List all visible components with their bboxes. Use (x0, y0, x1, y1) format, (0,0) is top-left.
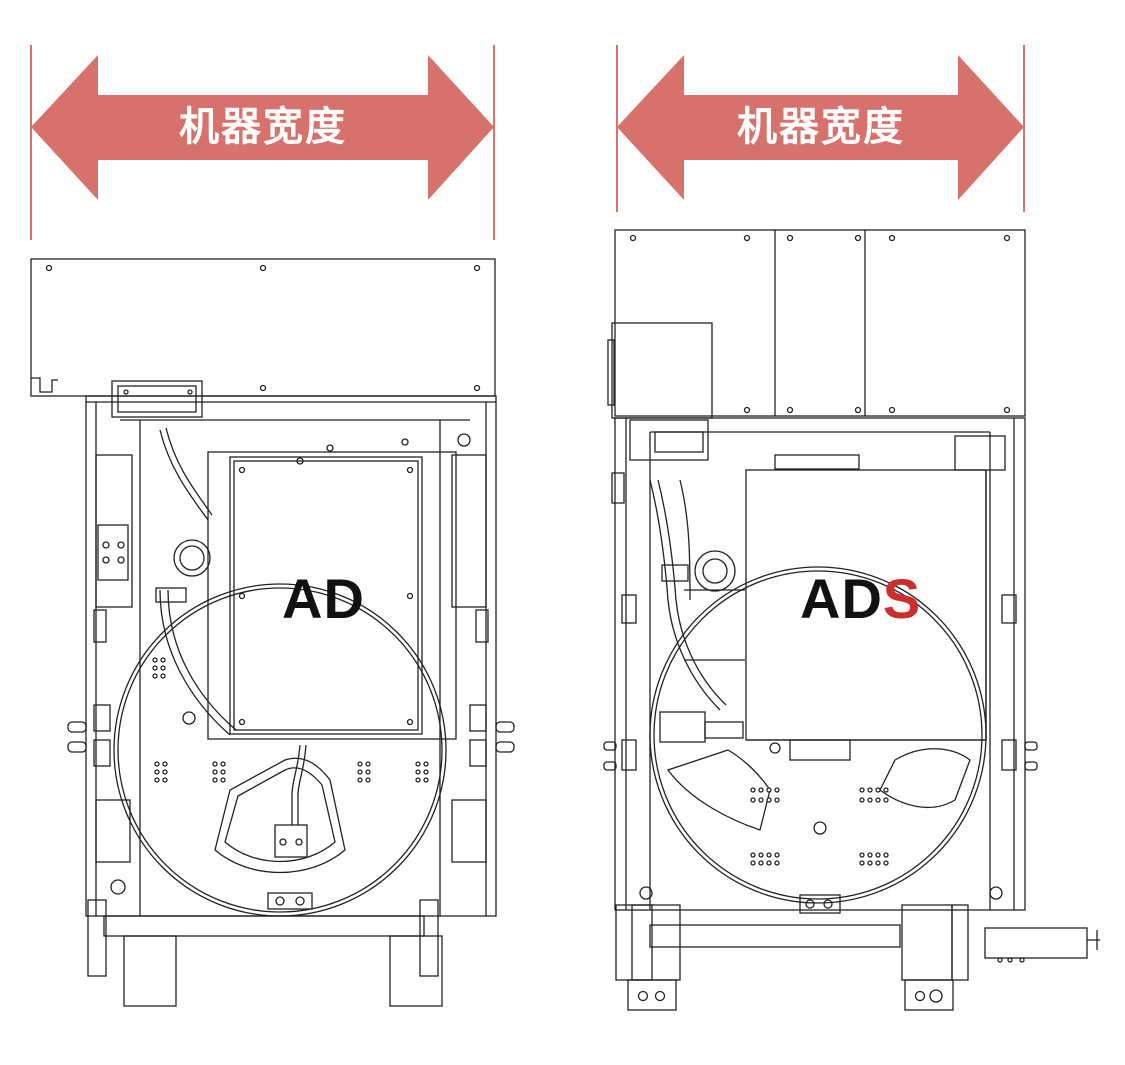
model-label-ad: AD (282, 567, 365, 630)
model-label-ads-accent: S (882, 567, 922, 630)
width-label-right: 机器宽度 (737, 104, 905, 150)
width-arrow-right (617, 55, 1024, 200)
model-label-ads: ADS (800, 566, 921, 631)
model-label-ads-prefix: AD (800, 567, 883, 630)
width-arrow-left (31, 55, 494, 200)
width-label-left: 机器宽度 (179, 104, 347, 150)
